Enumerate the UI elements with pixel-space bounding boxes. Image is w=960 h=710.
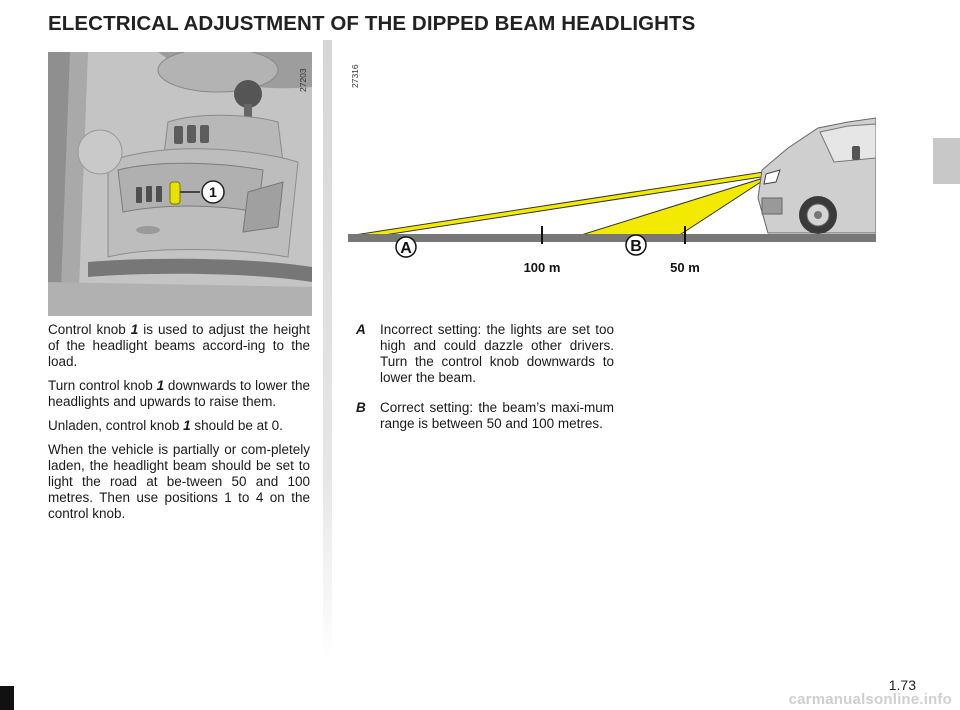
column-divider [323, 40, 332, 660]
photo-code: 27203 [298, 68, 308, 92]
instructions-text: Control knob 1 is used to adjust the hei… [48, 322, 310, 530]
paragraph-knob-purpose: Control knob 1 is used to adjust the hei… [48, 322, 310, 369]
legend-text-b: Correct setting: the beam’s maxi-mum ran… [380, 400, 614, 431]
dashboard-illustration: 1 [48, 52, 312, 316]
distance-100m: 100 m [524, 260, 561, 275]
label-a: A [400, 240, 412, 257]
beam-illustration: A B 100 m 50 m [347, 117, 877, 275]
legend: A Incorrect setting: the lights are set … [356, 322, 614, 446]
legend-letter-b: B [356, 400, 366, 415]
legend-letter-a: A [356, 322, 366, 337]
page-title: ELECTRICAL ADJUSTMENT OF THE DIPPED BEAM… [48, 12, 696, 35]
distance-50m: 50 m [670, 260, 700, 275]
label-b: B [630, 238, 642, 255]
section-tab [933, 138, 960, 184]
paragraph-laden: When the vehicle is partially or com-ple… [48, 442, 310, 521]
callout-circle [201, 180, 225, 204]
watermark: carmanualsonline.info [788, 691, 952, 708]
label-a-circle [395, 236, 417, 258]
paragraph-unladen: Unladen, control knob 1 should be at 0. [48, 418, 283, 433]
paragraph-turn-knob: Turn control knob 1 downwards to lower t… [48, 378, 310, 409]
beam-diagram: A B 100 m 50 m 27316 [347, 58, 877, 288]
callout-number: 1 [209, 184, 217, 200]
legend-item-a: A Incorrect setting: the lights are set … [356, 322, 614, 386]
label-b-circle [625, 234, 647, 256]
control-knob-photo: 1 27203 [48, 52, 312, 316]
diagram-code: 27316 [350, 64, 360, 88]
van [757, 117, 877, 234]
corner-mark [0, 686, 14, 710]
legend-text-a: Incorrect setting: the lights are set to… [380, 322, 614, 385]
road [348, 234, 876, 242]
page-number: 1.73 [888, 677, 916, 693]
beam-b [577, 175, 771, 237]
legend-item-b: B Correct setting: the beam’s maxi-mum r… [356, 400, 614, 432]
